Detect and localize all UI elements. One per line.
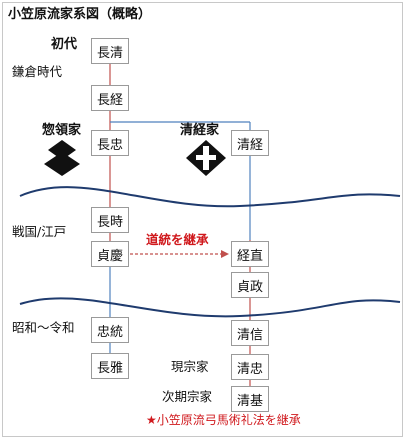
node-kiyomoto: 清基 [231,386,269,412]
era-label-kamakura: 鎌倉時代 [12,64,63,79]
succession-label: 道統を継承 [146,232,209,247]
founder-label: 初代 [51,37,78,52]
node-tsunenao: 経直 [231,241,269,267]
succession-arrowhead [221,250,229,258]
node-kiyonobu: 清信 [231,320,269,346]
footnote: ★小笠原流弓馬術礼法を継承 [146,413,301,427]
era-label-showa-reiwa: 昭和～令和 [12,320,75,335]
page-title: 小笠原流家系図（概略） [8,7,152,22]
era-label-sengoku-edo: 戦国/江戸 [12,224,67,239]
node-kiyotsune: 清経 [231,130,269,156]
kiyotsune-crest-icon [186,140,226,176]
soryo-family-label: 惣領家 [42,123,82,138]
node-nagatoki: 長時 [91,207,129,233]
node-nagakiyo: 長清 [91,38,129,64]
node-nagatsune: 長経 [91,85,129,111]
node-nagatada: 長忠 [91,130,129,156]
node-kiyotada: 清忠 [231,354,269,380]
node-sadayoshi: 貞慶 [91,241,129,267]
node-tadamune: 忠統 [91,317,129,343]
wave-divider-2 [19,297,401,318]
current-head-label: 現宗家 [171,359,209,374]
node-nagamasa: 長雅 [91,353,129,379]
kiyotsune-family-label: 清経家 [180,123,220,138]
diagram-frame [2,2,403,437]
soryo-crest-icon [44,140,80,176]
node-sadamasa: 貞政 [231,272,269,298]
wave-divider-1 [19,186,401,208]
next-head-label: 次期宗家 [162,389,213,404]
